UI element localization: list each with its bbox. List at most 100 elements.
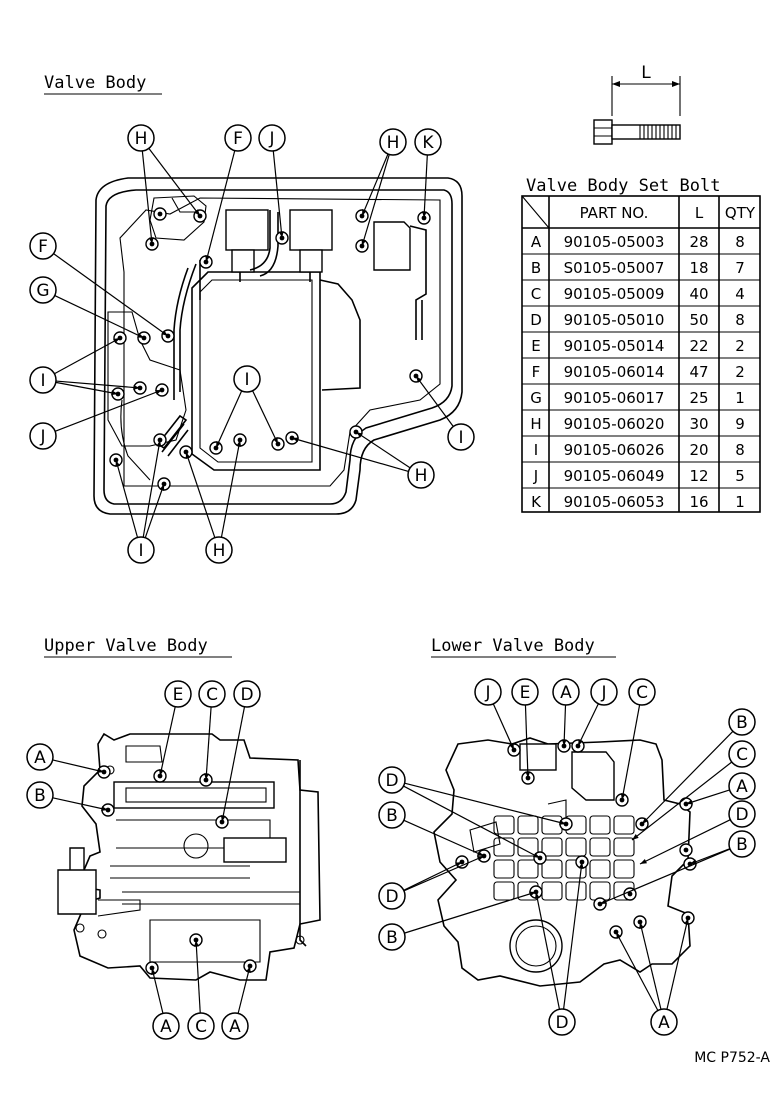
leader-line	[148, 148, 201, 217]
table-row-key: A	[531, 233, 542, 251]
callout-letter: F	[233, 129, 243, 149]
callout-circle	[650, 1008, 678, 1036]
table-row-qty: 1	[735, 389, 745, 407]
table-row-qty: 4	[735, 285, 745, 303]
oil-passage	[493, 881, 515, 901]
leader-arrow	[362, 209, 367, 216]
leader-line	[54, 337, 121, 375]
callout-circle	[233, 365, 261, 393]
callout-letter: D	[385, 771, 398, 791]
callout-circle	[29, 276, 57, 304]
table-row-part-no: 90105-05014	[564, 337, 665, 355]
leader-arrow	[161, 330, 168, 336]
leader-line	[641, 730, 734, 825]
leader-arrow	[455, 862, 462, 868]
callout-circle	[548, 1008, 576, 1036]
callout-letter: J	[268, 129, 274, 149]
table-row-key: K	[531, 493, 542, 511]
leader-arrow	[525, 771, 531, 778]
leader-line	[361, 154, 390, 247]
leader-line	[403, 855, 485, 892]
oil-passage	[493, 859, 515, 879]
callout-circle	[29, 422, 57, 450]
table-row-key: E	[531, 337, 540, 355]
lower-valve-body-drawing	[433, 737, 691, 987]
callout-letter: J	[484, 683, 490, 703]
leader-line	[563, 861, 583, 1010]
callout-letter: B	[386, 806, 398, 826]
leader-arrow	[236, 440, 242, 447]
table-row-key: H	[530, 415, 541, 433]
table-row-length: 40	[689, 285, 708, 303]
leader-line	[141, 150, 153, 245]
callout-circle	[26, 781, 54, 809]
oil-passage	[541, 859, 563, 879]
callout-circle	[474, 678, 502, 706]
leader-line	[53, 253, 169, 337]
leader-arrow	[101, 806, 108, 811]
callout-letter: C	[636, 683, 648, 703]
leader-arrow	[578, 862, 584, 869]
leader-line	[666, 917, 689, 1010]
leader-line	[185, 451, 216, 538]
leader-line	[403, 785, 541, 859]
leader-line	[423, 154, 428, 219]
callout-circle	[728, 830, 756, 858]
callout-letter: D	[385, 887, 398, 907]
callout-circle	[414, 128, 442, 156]
callout-circle	[127, 124, 155, 152]
oil-passage	[541, 881, 563, 901]
leader-line	[54, 295, 145, 339]
callout-circle	[511, 678, 539, 706]
callout-circle	[728, 772, 756, 800]
callout-letter: H	[135, 129, 148, 149]
callout-circle	[378, 801, 406, 829]
callout-circle	[233, 680, 261, 708]
leader-line	[52, 759, 105, 773]
table-row-length: 47	[689, 363, 708, 381]
leader-arrow	[416, 376, 422, 383]
leader-arrow	[159, 769, 164, 776]
leader-arrow	[686, 799, 693, 805]
leader-line	[205, 706, 212, 781]
bolt-center	[683, 847, 689, 853]
leader-arrow	[578, 739, 584, 746]
leader-line	[252, 390, 279, 445]
leader-line	[577, 703, 599, 747]
callout-letter: A	[160, 1017, 172, 1037]
leader-arrow	[193, 940, 199, 947]
leader-arrow	[292, 437, 299, 443]
leader-line	[54, 389, 163, 432]
table-row-qty: 5	[735, 467, 745, 485]
leader-line	[621, 704, 641, 801]
callout-letter: E	[520, 683, 531, 703]
title-lower-valve-body: Lower Valve Body	[431, 636, 595, 656]
leader-line	[403, 819, 485, 857]
leader-arrow	[133, 385, 140, 390]
callout-circle	[728, 740, 756, 768]
oil-passage	[493, 815, 515, 835]
table-row-key: B	[531, 259, 541, 277]
table-header-part: PART NO.	[580, 204, 649, 222]
leader-line	[361, 153, 389, 217]
leader-arrow	[421, 211, 427, 218]
leader-arrow	[534, 892, 540, 899]
callout-letter: D	[240, 685, 253, 705]
leader-arrow	[477, 856, 484, 861]
oil-passage	[517, 837, 539, 857]
table-row-length: 18	[689, 259, 708, 277]
callout-letter: A	[736, 777, 748, 797]
table-header-l: L	[695, 204, 704, 222]
upper-valve-body-drawing	[57, 732, 321, 981]
leader-line	[639, 921, 662, 1010]
callout-letter: B	[386, 928, 398, 948]
callout-letter: C	[736, 745, 748, 765]
oil-passage	[517, 859, 539, 879]
leader-arrow	[137, 333, 144, 338]
table-row-qty: 9	[735, 415, 745, 433]
leader-arrow	[639, 922, 644, 929]
callout-letter: F	[38, 237, 48, 257]
table-header-qty: QTY	[725, 204, 756, 222]
callout-letter: J	[600, 683, 606, 703]
